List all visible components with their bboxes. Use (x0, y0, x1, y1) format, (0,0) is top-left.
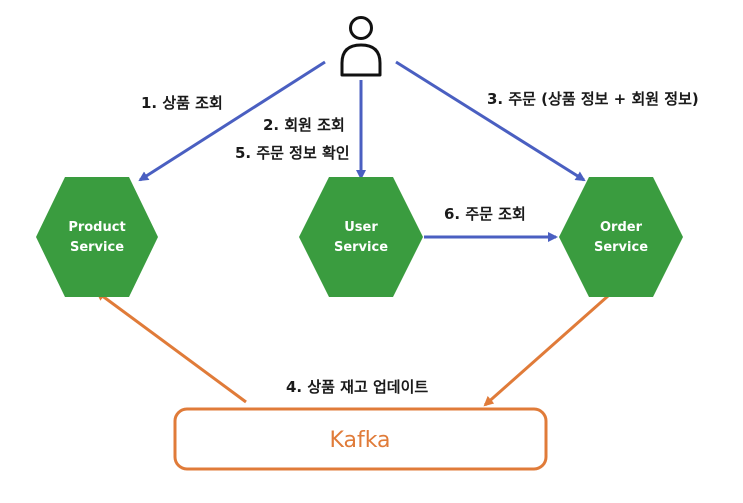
edge-label-stock-update: 4. 상품 재고 업데이트 (286, 378, 428, 396)
product-service-node: Product Service (36, 177, 158, 297)
product-service-label-line1: Product (68, 220, 125, 235)
product-service-label-line2: Service (70, 240, 124, 255)
user-service-label-line2: Service (334, 240, 388, 255)
kafka-box (173, 407, 548, 471)
order-service-node: Order Service (559, 177, 683, 297)
edge-label-order-confirm: 5. 주문 정보 확인 (235, 144, 350, 162)
edge-label-order-create: 3. 주문 (상품 정보 + 회원 정보) (487, 90, 699, 108)
order-service-label-line1: Order (600, 220, 643, 235)
user-service-hexagon (299, 177, 423, 297)
edge-label-order-lookup: 6. 주문 조회 (444, 205, 526, 223)
async-arrows (95, 290, 609, 407)
order-service-label-line2: Service (594, 240, 648, 255)
arrow-kafka-to-product (95, 290, 247, 404)
user-icon (340, 16, 382, 77)
arrow-order-to-kafka (483, 294, 609, 407)
kafka-node: Kafka (173, 407, 548, 471)
arrow-user-to-order (395, 60, 586, 182)
sync-arrows (138, 60, 586, 242)
user-service-label-line1: User (344, 220, 378, 235)
arrow-user-to-product (138, 60, 326, 182)
user-service-node: User Service (299, 177, 423, 297)
edge-label-member-lookup: 2. 회원 조회 (263, 116, 345, 134)
kafka-label: Kafka (329, 428, 390, 453)
order-service-hexagon (559, 177, 683, 297)
product-service-hexagon (36, 177, 158, 297)
edge-label-product-lookup: 1. 상품 조회 (141, 94, 223, 112)
